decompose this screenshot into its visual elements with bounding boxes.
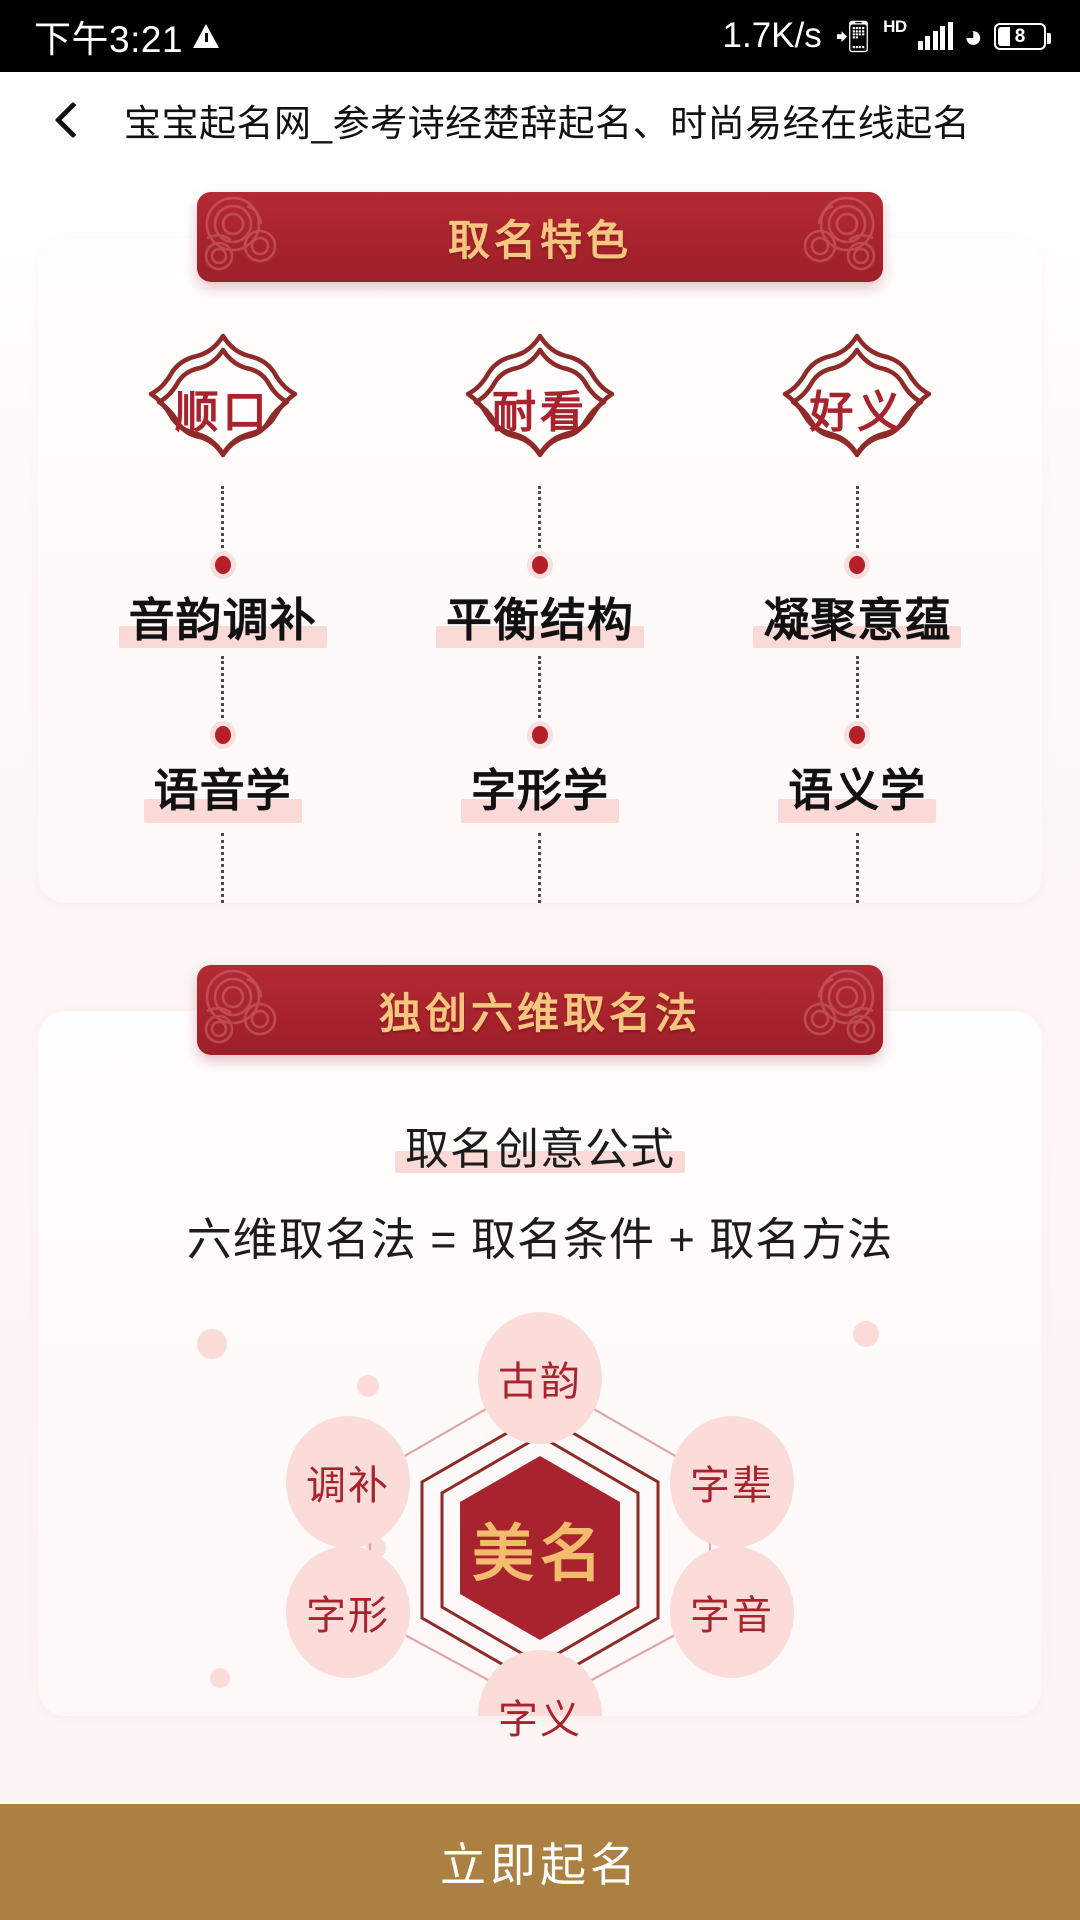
connector-line: [855, 656, 859, 718]
section1-banner: 取名特色: [197, 192, 883, 282]
hex-node-label-lower-right: 字音: [690, 1594, 774, 1638]
connector-line: [538, 656, 542, 718]
six-dimension-card: 取名创意公式 六维取名法 = 取名条件 + 取名方法: [38, 1011, 1042, 1742]
section1-banner-wrapper: 取名特色: [0, 192, 1080, 282]
emblem-badge: 顺口: [133, 328, 313, 480]
features-card: 顺口 音韵调补 语音学: [38, 238, 1042, 903]
feature-label-primary-text: 凝聚意蕴: [763, 593, 952, 647]
connector-dot: [214, 726, 231, 744]
navigation-bar: 宝宝起名网_参考诗经楚辞起名、时尚易经在线起名: [0, 72, 1080, 168]
connector-dot: [849, 556, 866, 574]
connector-dot: [849, 726, 866, 744]
page-title: 宝宝起名网_参考诗经楚辞起名、时尚易经在线起名: [124, 103, 971, 144]
feature-label-secondary: 语义学: [778, 754, 937, 823]
cloud-ornament-icon: [803, 969, 876, 1044]
connector-line: [221, 656, 225, 718]
formula-heading: 取名创意公式: [395, 1113, 685, 1177]
hexagon-graphic: [197, 1312, 879, 1716]
feature-label-secondary-text: 语义学: [788, 764, 927, 817]
connector-line: [855, 833, 859, 903]
warning-triangle-icon: [193, 24, 220, 48]
feature-label-primary: 平衡结构: [435, 584, 644, 650]
status-bar: 下午3:21 1.7K/s 📲︎ HD ◕ 8: [0, 0, 1080, 72]
back-chevron-icon: [54, 101, 92, 139]
feature-label-primary-text: 平衡结构: [445, 593, 634, 647]
status-time: 下午3:21: [34, 19, 184, 60]
emblem-badge: 好义: [767, 328, 947, 480]
battery-icon: 8: [994, 22, 1051, 50]
cloud-ornament-icon: [803, 196, 876, 271]
formula-line: 六维取名法 = 取名条件 + 取名方法: [186, 1214, 894, 1265]
section1-banner-title: 取名特色: [447, 216, 632, 264]
connector-dot: [531, 726, 548, 744]
hex-node-label-upper-left: 调补: [306, 1464, 390, 1508]
feature-label-secondary-text: 字形学: [470, 764, 609, 817]
feature-row: 顺口 音韵调补 语音学: [38, 282, 1042, 903]
emblem-text: 耐看: [491, 387, 588, 437]
feature-column: 顺口 音韵调补 语音学: [88, 328, 358, 903]
hex-node-label-lower-left: 字形: [306, 1594, 390, 1638]
cta-label: 立即起名: [440, 1839, 640, 1891]
back-button[interactable]: [40, 87, 106, 153]
connector-line: [855, 486, 859, 548]
feature-column: 耐看 平衡结构 字形学: [405, 328, 675, 903]
feature-label-primary: 音韵调补: [118, 584, 327, 650]
connector-line: [538, 833, 542, 903]
connector-line: [221, 833, 225, 903]
hex-node-label-bottom: 字义: [498, 1698, 582, 1742]
status-bar-left: 下午3:21: [34, 9, 220, 63]
emblem-text: 顺口: [174, 387, 271, 437]
hex-node-label-top: 古韵: [498, 1360, 582, 1404]
formula-heading-text: 取名创意公式: [405, 1125, 675, 1174]
connector-dot: [531, 556, 548, 574]
status-bar-right: 1.7K/s 📲︎ HD ◕ 8: [722, 16, 1051, 56]
page-content: 取名特色: [0, 168, 1080, 1920]
connector-dot: [214, 556, 231, 574]
feature-label-secondary: 语音学: [143, 754, 302, 823]
wifi-icon: ◕: [963, 18, 983, 54]
lotus-frame-icon: [148, 333, 297, 458]
connector-line: [538, 486, 542, 548]
feature-column: 好义 凝聚意蕴 语义学: [722, 328, 992, 903]
lotus-frame-icon: [783, 333, 932, 458]
network-speed-label: 1.7K/s: [722, 16, 822, 55]
section2-banner-wrapper: 独创六维取名法: [0, 965, 1080, 1055]
hex-center-label: 美名: [471, 1517, 609, 1590]
section2-banner-title: 独创六维取名法: [378, 989, 701, 1037]
formula-block: 取名创意公式 六维取名法 = 取名条件 + 取名方法: [38, 1055, 1042, 1268]
hexagon-diagram: 古韵 字辈 字音 字义 字形 调补 美名: [38, 1286, 1042, 1742]
cellular-signal-icon: [917, 21, 953, 50]
cloud-ornament-icon: [204, 969, 277, 1044]
cloud-ornament-icon: [204, 196, 277, 271]
feature-label-secondary-text: 语音学: [153, 764, 292, 817]
connector-line: [221, 486, 225, 548]
feature-label-secondary: 字形学: [460, 754, 619, 823]
feature-label-primary: 凝聚意蕴: [753, 584, 962, 650]
bluetooth-icon: 📲︎: [832, 18, 873, 54]
hd-icon: HD: [883, 17, 907, 36]
emblem-badge: 耐看: [450, 328, 630, 480]
lotus-frame-icon: [465, 333, 615, 458]
cta-bottom-bar[interactable]: 立即起名: [0, 1804, 1080, 1920]
battery-level-label: 8: [1014, 25, 1026, 47]
emblem-text: 好义: [809, 387, 906, 437]
feature-label-primary-text: 音韵调补: [128, 593, 317, 647]
hex-node-label-upper-right: 字辈: [690, 1464, 774, 1508]
section2-banner: 独创六维取名法: [197, 965, 883, 1055]
six-dimension-section: 独创六维取名法 取名创意公式 六维取名法 = 取名条件 + 取名方法: [0, 965, 1080, 1742]
